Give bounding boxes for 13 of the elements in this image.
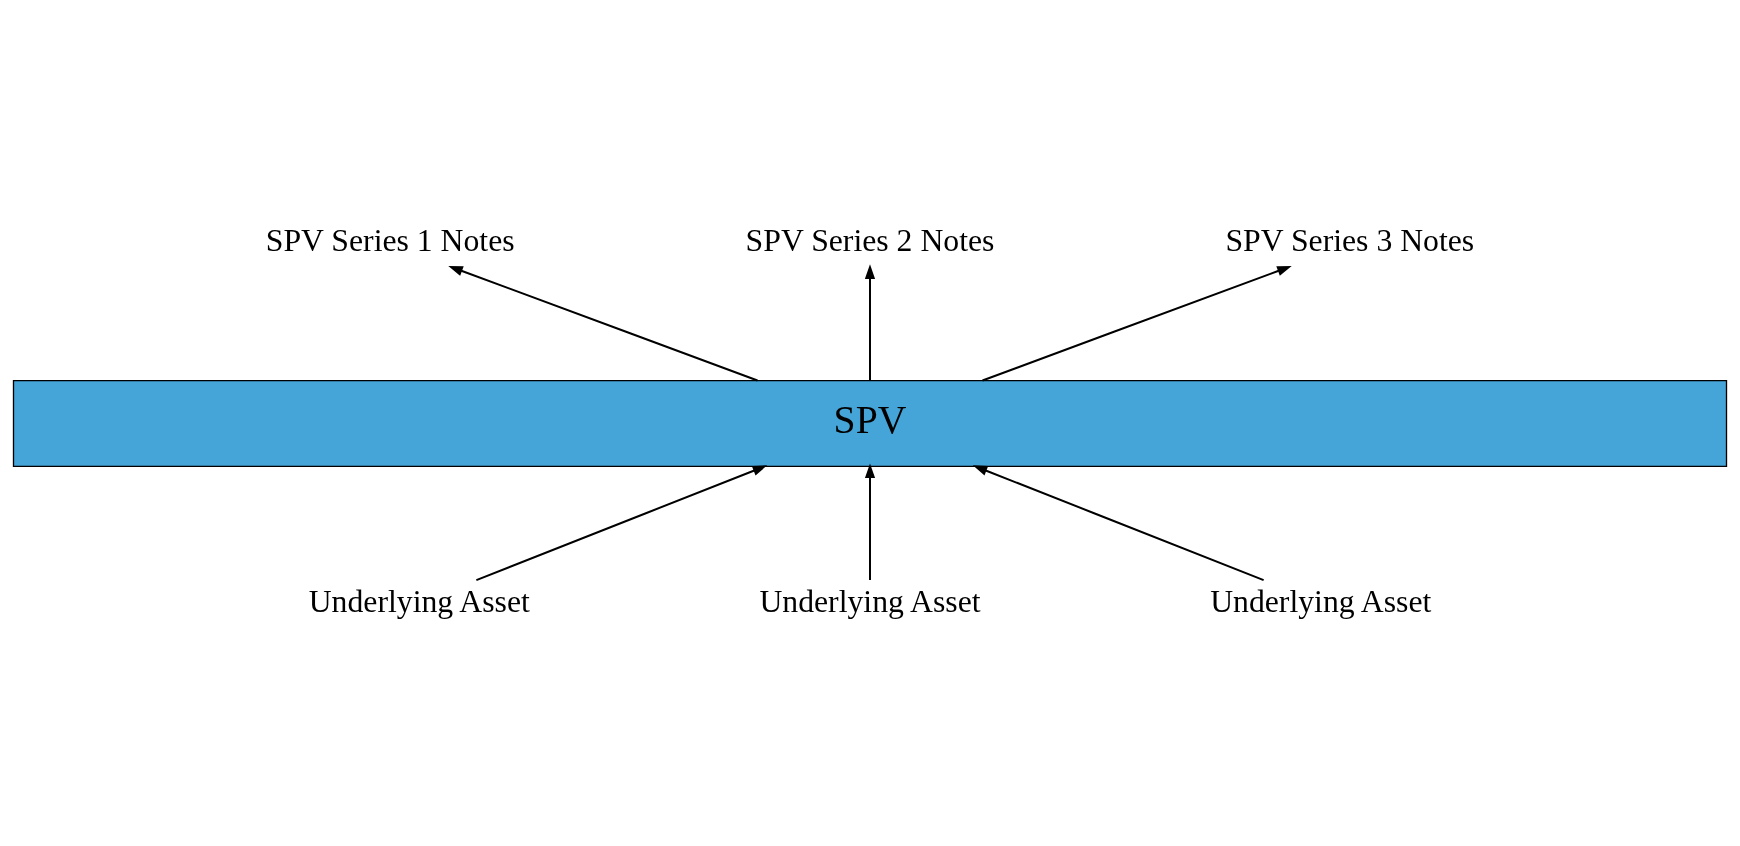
node-text: SPV Series 3 Notes [1225,222,1475,258]
node-text: Underlying Asset [1210,583,1432,619]
arrow [981,265,1292,381]
arrow [864,263,876,381]
node-text: SPV Series 1 Notes [265,222,515,258]
arrow [864,462,876,581]
arrow [448,265,759,381]
node-text: Underlying Asset [759,583,981,619]
node-text: Underlying Asset [308,583,530,619]
arrow [475,464,768,581]
arrow [972,464,1265,581]
node-box: SPV [12,379,1728,467]
node-text: SPV Series 2 Notes [745,222,995,258]
